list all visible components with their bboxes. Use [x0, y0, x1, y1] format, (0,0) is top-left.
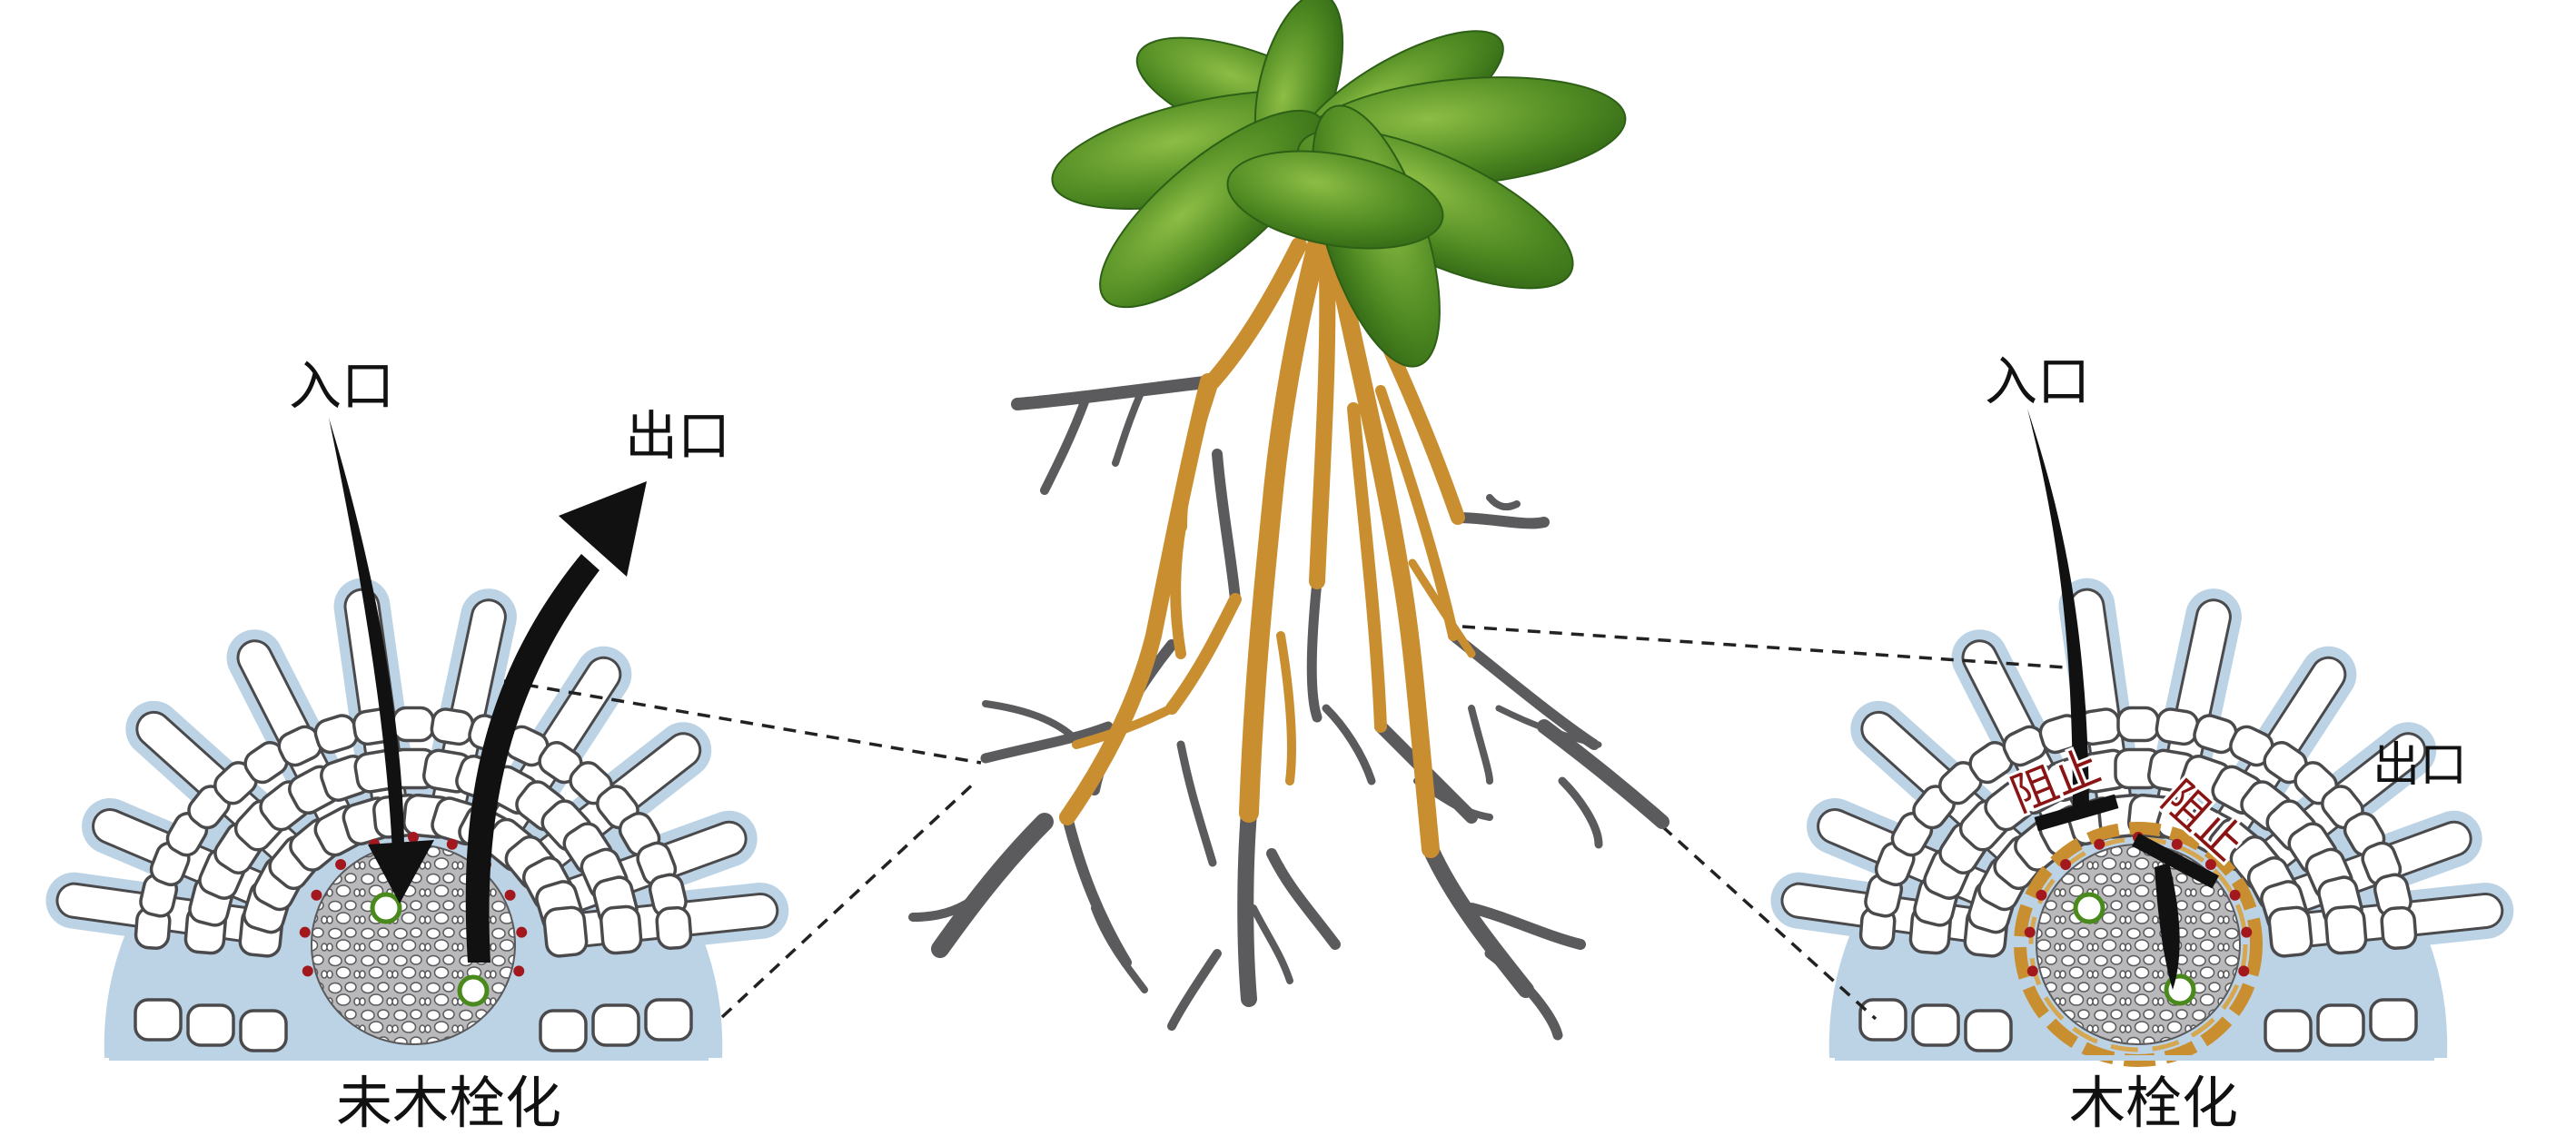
cortex-cell	[2116, 706, 2160, 743]
casparian-dot	[299, 926, 311, 938]
casparian-dot	[504, 889, 516, 901]
roots-young	[1059, 235, 1476, 858]
casparian-dot	[2094, 838, 2105, 850]
casparian-dot	[2241, 926, 2253, 938]
right-cross-section	[1770, 578, 2514, 1067]
right-exit-label: 出口	[2373, 738, 2467, 793]
cortex-cell	[2369, 998, 2418, 1042]
cortex-cell	[2155, 707, 2200, 746]
left-entry-label: 入口	[289, 355, 394, 417]
casparian-dot	[2229, 889, 2241, 901]
casparian-dot	[302, 965, 313, 977]
cortex-cell	[644, 998, 693, 1042]
cortex-cell	[391, 706, 435, 743]
cortex-cell	[2264, 1009, 2313, 1052]
left-exit-label: 出口	[625, 405, 730, 467]
left-exit-arrow	[465, 554, 599, 963]
cortex-cell	[186, 1003, 235, 1047]
cortex-cell	[239, 1009, 288, 1052]
block-bar-2	[2132, 833, 2219, 889]
cortex-cell	[2380, 905, 2418, 950]
casparian-dot	[513, 965, 525, 977]
left-cross-section	[45, 578, 789, 1061]
cortex-cell	[1964, 1009, 2013, 1052]
roots-gray	[908, 375, 1669, 1041]
connector-lines	[503, 625, 2067, 1021]
right-caption: 木栓化	[2069, 1070, 2238, 1136]
cortex-cell	[2324, 904, 2368, 955]
left-xylem-ring-1	[370, 892, 402, 924]
right-cortex-cells	[1858, 706, 2418, 1052]
cortex-cell	[430, 707, 475, 746]
connector-left-bottom	[720, 779, 978, 1019]
casparian-dot	[2060, 858, 2072, 870]
right-xylem-ring-1	[2073, 892, 2105, 924]
cortex-cell	[2316, 1003, 2365, 1047]
cortex-cell	[542, 905, 589, 958]
plant-leaves	[1051, 0, 1627, 368]
connector-right-top	[1461, 625, 2067, 669]
left-caption: 未木栓化	[336, 1070, 561, 1136]
cortex-cell	[134, 998, 183, 1042]
casparian-dot	[2026, 965, 2038, 977]
casparian-dot	[2036, 889, 2047, 901]
casparian-dot	[2238, 965, 2250, 977]
right-exit-stub	[2155, 863, 2180, 990]
right-suberin-inner	[2028, 836, 2248, 1052]
left-entry-arrowhead	[368, 840, 434, 904]
right-arrows	[2027, 409, 2219, 990]
left-entry-arrow	[329, 418, 404, 854]
connector-left-top	[503, 679, 982, 765]
cortex-cell	[599, 904, 643, 955]
casparian-dot	[446, 838, 458, 850]
cortex-cell	[1911, 1003, 1960, 1047]
left-arrows	[329, 418, 647, 963]
cortex-cell	[655, 905, 693, 950]
block-bar-1	[2034, 794, 2119, 832]
cortex-cell	[539, 1009, 588, 1052]
left-exit-arrowhead	[559, 481, 647, 577]
left-xylem-ring-2	[457, 974, 490, 1007]
connector-right-bottom	[1660, 825, 1878, 1021]
casparian-dot	[2204, 858, 2216, 870]
right-entry-arrow	[2027, 409, 2089, 808]
cortex-cell	[1858, 998, 1907, 1042]
casparian-dot	[311, 889, 322, 901]
casparian-dot	[408, 832, 419, 843]
casparian-dot	[2024, 926, 2036, 938]
casparian-dot	[335, 858, 347, 870]
cortex-cell	[591, 1003, 640, 1047]
right-entry-label: 入口	[1985, 351, 2090, 412]
plant-roots	[908, 235, 1669, 1041]
cortex-cell	[2267, 905, 2313, 958]
casparian-dot	[2171, 838, 2183, 850]
casparian-dot	[516, 926, 528, 938]
